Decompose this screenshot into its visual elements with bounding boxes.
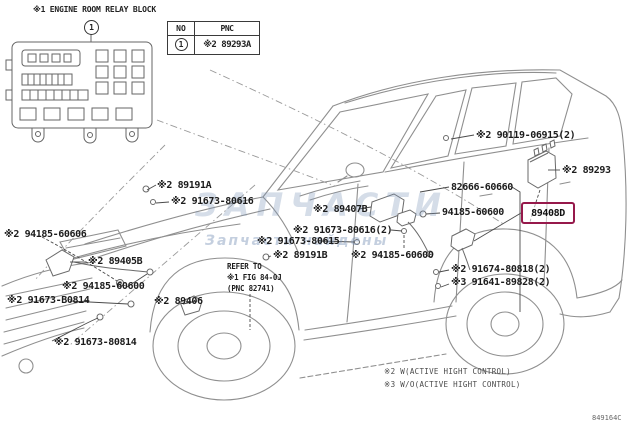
part-label-94185-60606: ※2 94185-60606 <box>4 229 87 240</box>
part-label-89293: ※2 89293 <box>562 165 611 176</box>
callout-circle-1: 1 <box>84 20 99 35</box>
part-label-91673-80616: ※2 91673-80616 <box>171 196 254 207</box>
variant-notes: ※2 W(ACTIVE HIGHT CONTROL) ※3 W/O(ACTIVE… <box>384 365 521 391</box>
part-label-82666-60660: 82666-60660 <box>451 182 513 193</box>
relay-block-title: ※1 ENGINE ROOM RELAY BLOCK <box>33 5 156 14</box>
part-label-91641-89828: ※3 91641-89828(2) <box>451 277 551 288</box>
part-label-91673-80616-2: ※2 91673-80616(2) <box>293 225 393 236</box>
part-label-89191b: ※2 89191B <box>273 250 328 261</box>
pnc-table-cell-pnc: ※2 89293A <box>203 40 251 50</box>
part-label-90119-06915: ※2 90119-06915(2) <box>476 130 576 141</box>
refer-note: REFER TO ※1 FIG 84-0J (PNC 82741) <box>227 261 282 294</box>
part-label-94185-60600-a: ※2 94185-60600 <box>62 281 145 292</box>
diagram-code: 849164C <box>592 414 622 422</box>
refer-note-line: (PNC 82741) <box>227 284 275 293</box>
part-label-89406: ※2 89406 <box>154 296 203 307</box>
refer-note-line: REFER TO <box>227 262 262 271</box>
highlighted-part-89408d[interactable]: 89408D <box>521 202 575 224</box>
pnc-table-header-pnc: PNC <box>195 22 259 36</box>
variant-note-line: ※2 W(ACTIVE HIGHT CONTROL) <box>384 367 511 376</box>
pnc-table-header-no: NO <box>168 22 195 36</box>
part-label-91673-80814: ※2 91673-80814 <box>54 337 137 348</box>
part-label-94185-60600-b: ※2 94185-60600 <box>351 250 434 261</box>
pnc-table-cell-no: 1 <box>168 36 195 54</box>
refer-note-line: ※1 FIG 84-0J <box>227 273 282 282</box>
part-label-89405b: ※2 89405B <box>88 256 143 267</box>
part-label-91674-80818: ※2 91674-80818(2) <box>451 264 551 275</box>
variant-note-line: ※3 W/O(ACTIVE HIGHT CONTROL) <box>384 380 521 389</box>
part-label-89191a: ※2 89191A <box>157 180 212 191</box>
part-label-89407b: ※2 89407B <box>313 204 368 215</box>
pnc-table: NO PNC 1 ※2 89293A <box>167 21 260 55</box>
part-label-91673-b0814: ※2 91673-B0814 <box>7 295 90 306</box>
part-label-91673-80615: ※2 91673-80615 <box>257 236 340 247</box>
part-label-94185-60600-c: 94185-60600 <box>442 207 504 218</box>
